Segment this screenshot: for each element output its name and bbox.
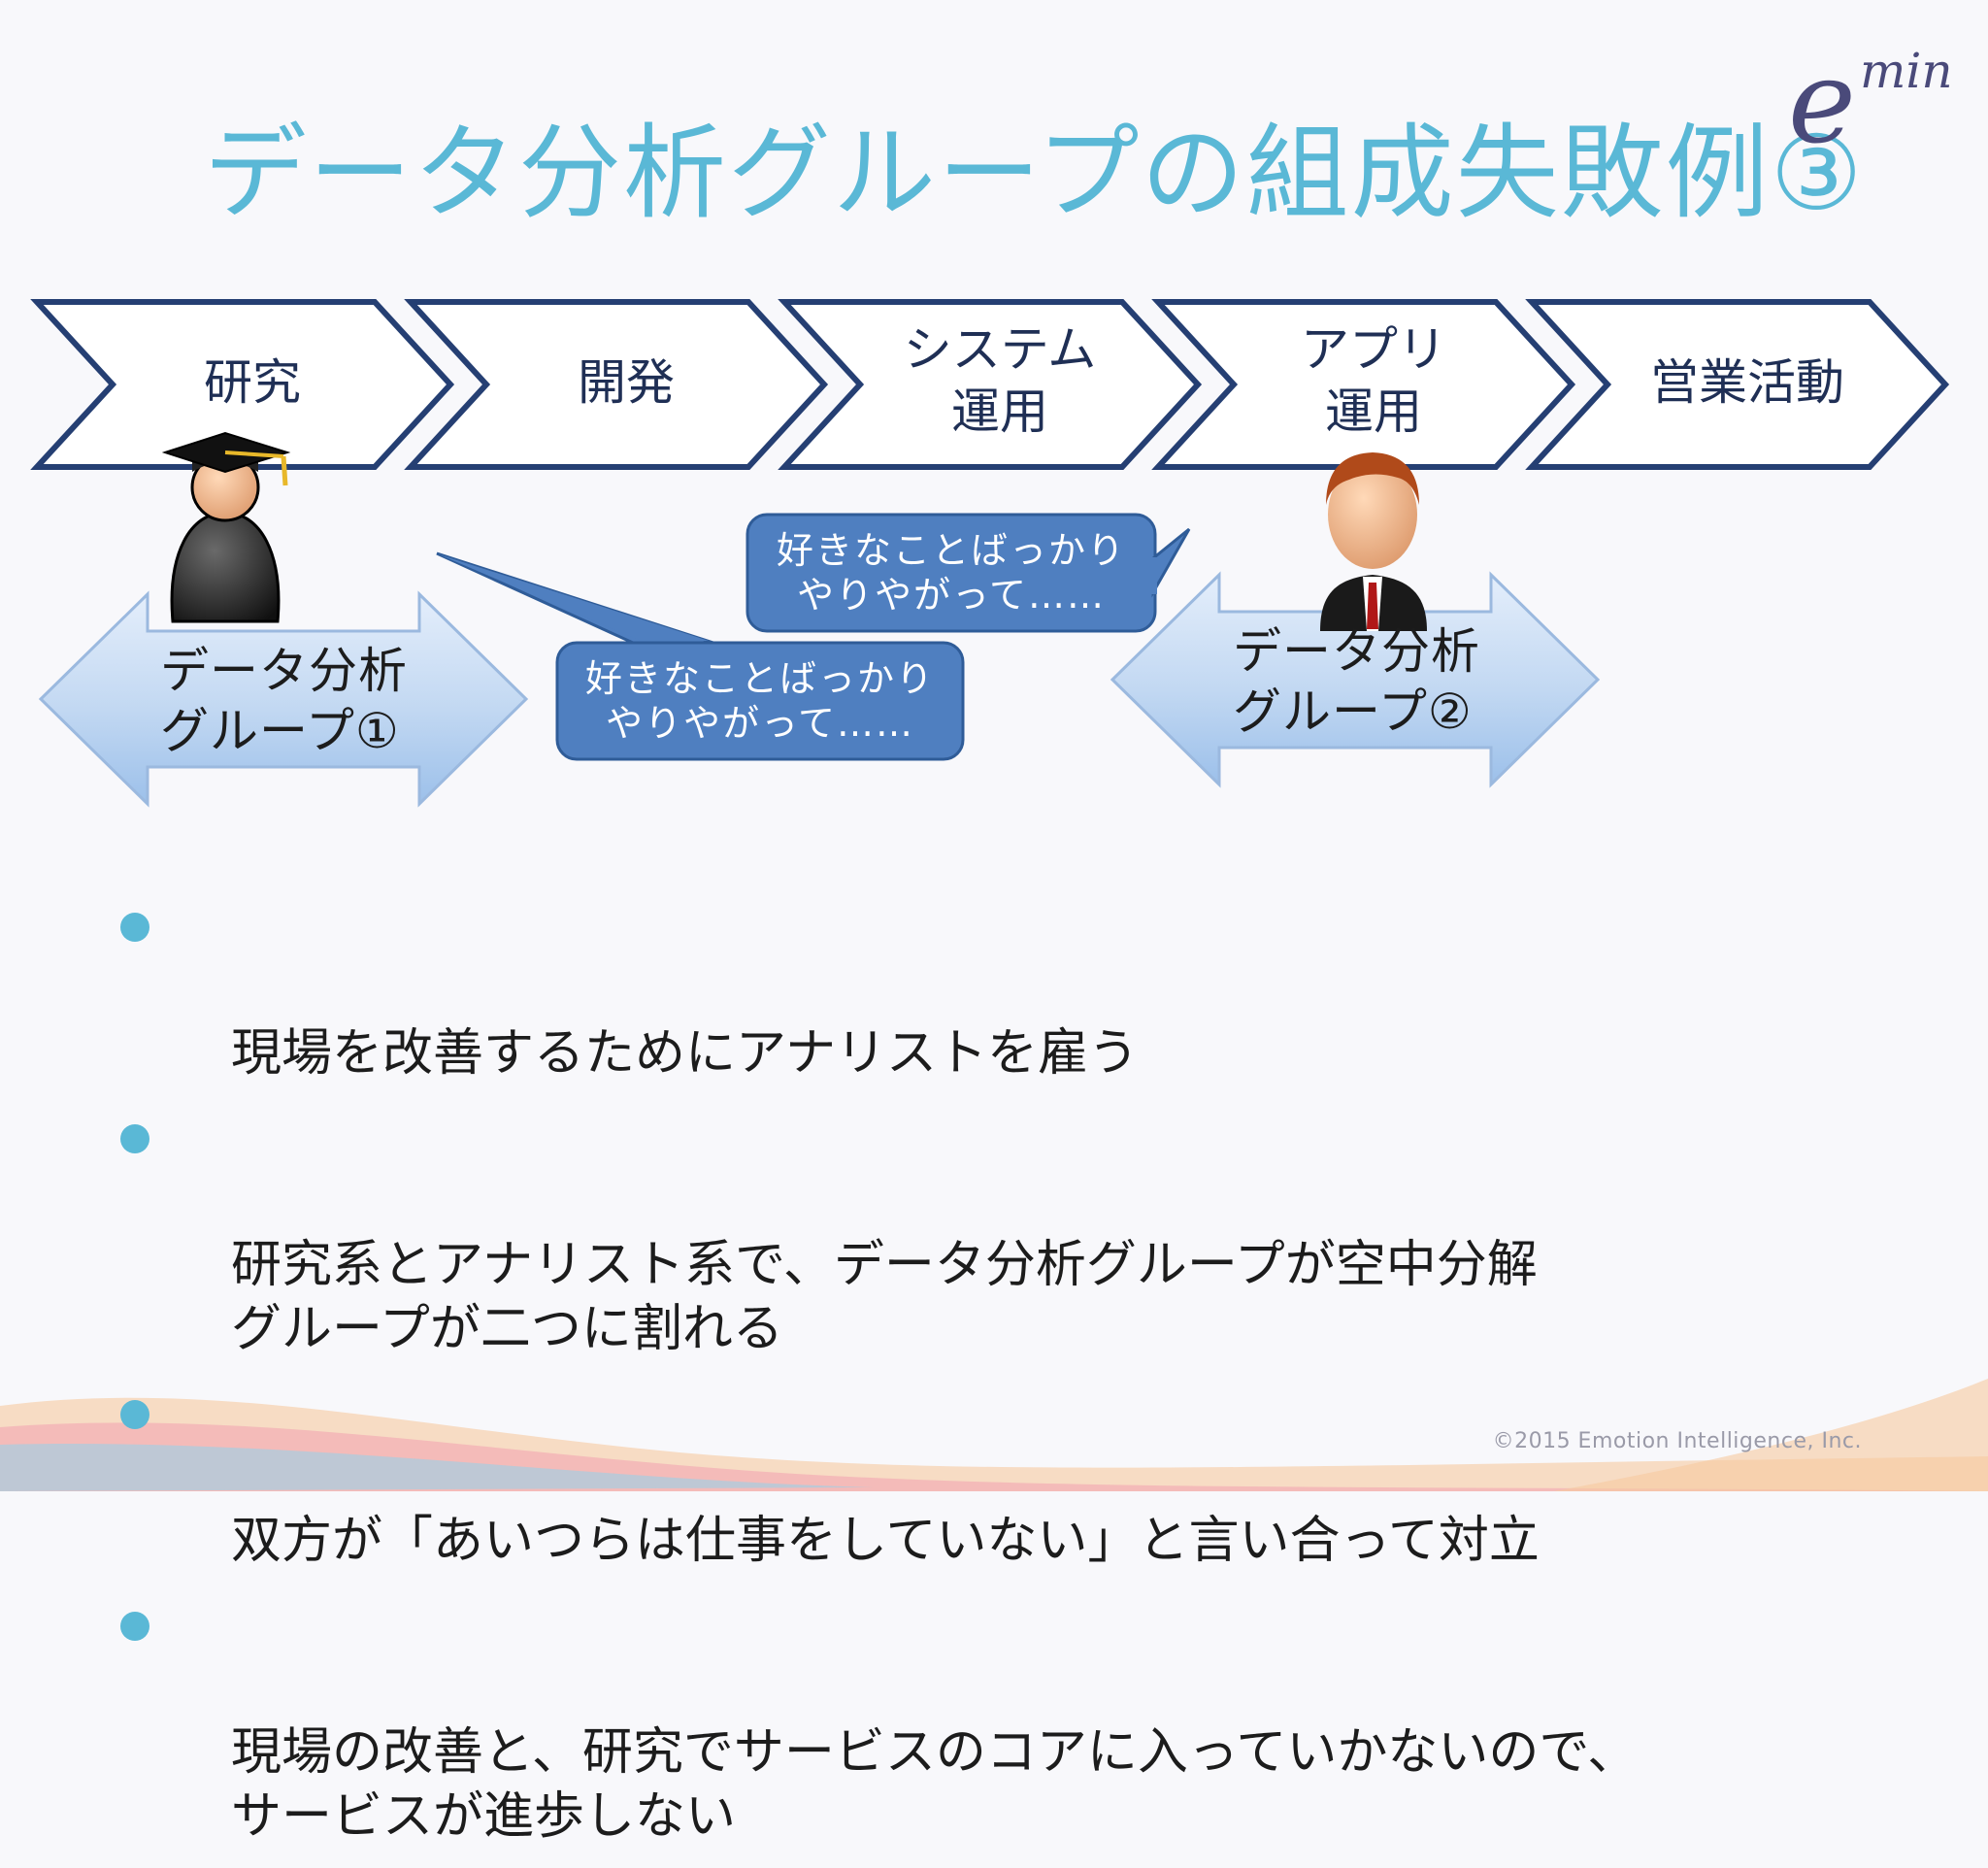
process-chevrons <box>30 299 1950 470</box>
stage-chevron-4 <box>1151 299 1576 470</box>
footer-copyright: ©2015 Emotion Intelligence, Inc. <box>1492 1429 1862 1453</box>
bullet-dot-icon <box>120 913 149 942</box>
stage-chevron-5 <box>1525 299 1950 470</box>
bullet-item: 双方が「あいつらは仕事をしていない」と言い合って対立 <box>116 1381 1922 1573</box>
bullet-text: 研究系とアナリスト系で、データ分析グループが空中分解 グループが二つに割れる <box>231 1236 1538 1358</box>
logo-e: e <box>1788 35 1856 169</box>
logo-min: min <box>1860 43 1953 99</box>
speech-bubble-2 <box>746 513 1191 633</box>
speech-bubble-text-2: 好きなことばっかり やりやがって…… <box>776 529 1126 617</box>
bullet-item: 現場の改善と、研究でサービスのコアに入っていかないので、 サービスが進歩しない <box>116 1592 1922 1849</box>
stage-label-app-ops: アプリ 運用 <box>1301 321 1446 440</box>
group-arrow-2 <box>1110 571 1601 788</box>
bullet-dot-icon <box>120 1124 149 1153</box>
bullet-text: 現場の改善と、研究でサービスのコアに入っていかないので、 サービスが進歩しない <box>231 1723 1639 1846</box>
diagram-canvas <box>0 299 1988 1491</box>
speech-bubble-1 <box>436 551 965 761</box>
bullet-dot-icon <box>120 1612 149 1641</box>
stage-label-research: 研究 <box>204 354 301 411</box>
stage-label-development: 開発 <box>578 354 675 411</box>
slide-title: データ分析グループの組成失敗例③ <box>204 114 1865 233</box>
group-arrow-1 <box>38 590 529 808</box>
bullet-item: 研究系とアナリスト系で、データ分析グループが空中分解 グループが二つに割れる <box>116 1105 1922 1361</box>
stage-chevron-3 <box>778 299 1203 470</box>
stage-label-system-ops: システム 運用 <box>903 321 1097 440</box>
stage-chevron-1 <box>30 299 455 470</box>
stage-label-sales: 営業活動 <box>1650 354 1844 411</box>
speech-bubble-text-1: 好きなことばっかり やりやがって…… <box>584 657 935 745</box>
graduate-icon <box>161 431 291 623</box>
stage-chevron-2 <box>404 299 829 470</box>
businessman-icon <box>1320 452 1427 631</box>
bullet-dot-icon <box>120 1400 149 1429</box>
bullet-text: 現場を改善するためにアナリストを雇う <box>231 1024 1139 1083</box>
company-logo: e min <box>1776 35 1971 169</box>
bullet-text: 双方が「あいつらは仕事をしていない」と言い合って対立 <box>231 1512 1540 1570</box>
group-label-2: データ分析 グループ② <box>1233 623 1480 740</box>
decorative-waves <box>0 1379 1988 1491</box>
group-label-1: データ分析 グループ① <box>160 643 408 759</box>
bullet-list: 現場を改善するためにアナリストを雇う 研究系とアナリスト系で、データ分析グループ… <box>116 893 1922 1868</box>
bullet-item: 現場を改善するためにアナリストを雇う <box>116 893 1922 1085</box>
